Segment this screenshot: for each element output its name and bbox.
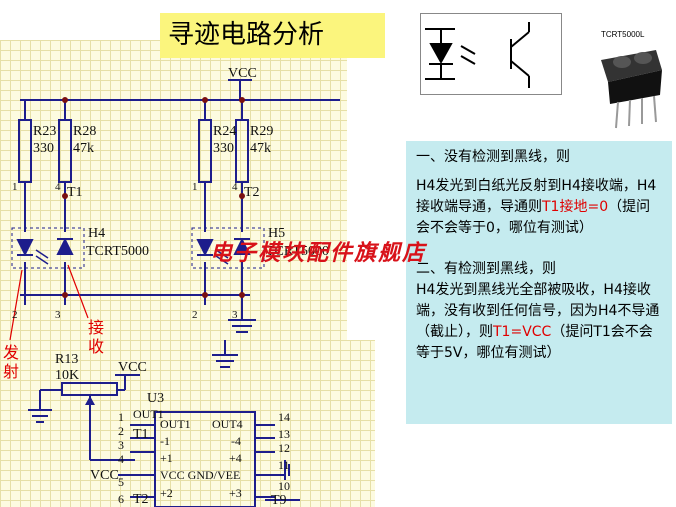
vcc-label-3: VCC [90,468,119,483]
section1-question: （提问会不会等于0，哪位有测试） [416,199,651,236]
ic-pin-minus1: -1 [160,434,170,448]
t2-input-label: T2 [133,492,149,507]
vcc-label-2: VCC [118,360,147,375]
ic-left-pin-1: 1 [118,410,124,424]
ic-right-pin-11: 11 [278,458,290,472]
ic-left-pin-2: 2 [118,424,124,438]
h4-label: H4 [88,226,105,241]
pin-3: 3 [55,309,61,321]
section1-title: 一、没有检测到黑线，则 [416,149,570,165]
ic-pin-out1: OUT1 [160,417,191,431]
emit-annotation: 发射 [3,343,20,381]
h5-label: H5 [268,226,285,241]
pin-2b: 2 [192,309,198,321]
ic-left-pin-6: 6 [118,492,124,506]
ic-pin-plus1: +1 [160,451,173,465]
t1-label: T1 [67,185,83,200]
schematic-grid-top [0,40,347,340]
watermark: 电子模块配件旗舰店 [210,241,427,266]
t9-label: T9 [271,493,287,507]
pin-1: 1 [12,181,18,193]
section1-highlight: T1接地=0 [542,199,609,215]
section2-body: H4发光到黑线光全部被吸收，H4接收端，没有收到任何信号，因为H4不导通（截止）… [416,280,664,364]
section2-question: （提问T1会不会等于5V，哪位有测试） [416,324,653,361]
tcrt-label-a: TCRT5000 [86,244,149,259]
pin-2: 2 [12,309,18,321]
section1-text: H4发光到白纸光反射到H4接收端，H4接收端导通，导通则 [416,178,657,215]
r23-label: R23 [33,124,56,139]
pin-1b: 1 [192,181,198,193]
r28-label: R28 [73,124,96,139]
ic-right-pin-12: 12 [278,441,290,455]
ic-right-pin-13: 13 [278,427,290,441]
section2-title: 二、有检测到黑线，则 [416,261,556,277]
schematic-grid-bottom [0,340,375,507]
r13-value: 10K [55,368,79,383]
ic-pin-plus3: +3 [229,486,242,500]
u3-label: U3 [147,391,164,406]
section2-text: H4发光到黑线光全部被吸收，H4接收端，没有收到任何信号，因为H4不导通（截止）… [416,282,660,340]
page-title: 寻迹电路分析 [160,13,385,58]
ic-pin-plus4: +4 [229,451,242,465]
analysis-panel: 一、没有检测到黑线，则 H4发光到白纸光反射到H4接收端，H4接收端导通，导通则… [406,141,672,424]
t1-input-label: T1 [133,427,149,442]
tcrt-label-b: TCRT5000 [266,244,329,259]
ic-left-pin-4: 4 [118,452,124,466]
out1-net-label: OUT1 [133,407,164,421]
t2-label: T2 [244,185,260,200]
vcc-label: VCC [228,66,257,81]
receive-annotation: 接收 [88,318,105,356]
ic-left-pin-5: 5 [118,475,124,489]
pin-3b: 3 [232,309,238,321]
ic-right-pin-10: 10 [278,479,290,493]
ic-pin-plus2: +2 [160,486,173,500]
optocoupler-icon [425,22,530,88]
ic-pin-out4: OUT4 [212,417,243,431]
sensor-part-label: TCRT5000L [601,30,645,39]
r28-value: 47k [73,141,94,156]
r24-label: R24 [213,124,236,139]
tcrt5000-sensor-icon [601,50,662,129]
r24-value: 330 [213,141,234,156]
pin-4b: 4 [232,181,238,193]
r13-label: R13 [55,352,78,367]
ic-pin-minus4: -4 [231,434,241,448]
pin-4: 4 [55,181,61,193]
section2-highlight: T1=VCC [493,324,552,340]
ic-pin-vcc-gnd: VCC GND/VEE [160,468,240,482]
r29-label: R29 [250,124,273,139]
sensor-symbol [420,13,562,95]
section1-body: H4发光到白纸光反射到H4接收端，H4接收端导通，导通则T1接地=0（提问会不会… [416,176,664,239]
ic-left-pin-3: 3 [118,438,124,452]
r23-value: 330 [33,141,54,156]
ic-right-pin-14: 14 [278,410,290,424]
r29-value: 47k [250,141,271,156]
